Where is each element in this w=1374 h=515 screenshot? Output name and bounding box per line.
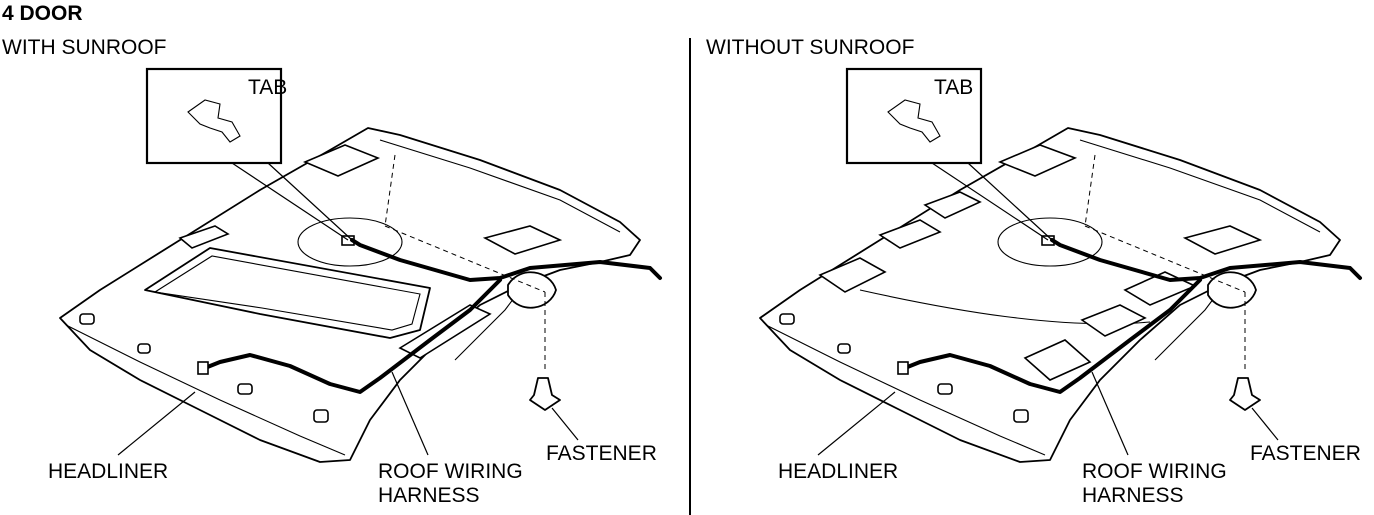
- headliner-with-sunroof-diagram: [59, 67, 662, 463]
- fastener-label: FASTENER: [1250, 442, 1361, 465]
- fastener-label: FASTENER: [546, 442, 657, 465]
- tab-region: [297, 217, 403, 267]
- tab-icon: [187, 99, 241, 143]
- fastener-icon: [529, 377, 561, 411]
- page-title: 4 DOOR: [2, 2, 83, 25]
- tab-label: TAB: [934, 76, 974, 99]
- headliner-label: HEADLINER: [48, 460, 169, 483]
- subtitle-with-sunroof: WITH SUNROOF: [2, 36, 167, 59]
- harness-label-line2: HARNESS: [1082, 484, 1184, 507]
- tab-region: [997, 217, 1103, 267]
- pad: [482, 225, 563, 255]
- panel-divider: [689, 38, 691, 515]
- tab-inset-box: [845, 67, 983, 165]
- tab-icon: [887, 99, 941, 143]
- subtitle-without-sunroof: WITHOUT SUNROOF: [706, 36, 915, 59]
- pad: [302, 144, 381, 177]
- harness-label-line1: ROOF WIRING: [1082, 460, 1227, 483]
- harness-label-line1: ROOF WIRING: [378, 460, 523, 483]
- tab-label: TAB: [248, 76, 288, 99]
- harness-label-line2: HARNESS: [378, 484, 480, 507]
- fastener-icon: [1229, 377, 1261, 411]
- headliner-label: HEADLINER: [778, 460, 899, 483]
- sunroof-opening: [144, 247, 431, 339]
- tab-inset-box: [145, 67, 283, 165]
